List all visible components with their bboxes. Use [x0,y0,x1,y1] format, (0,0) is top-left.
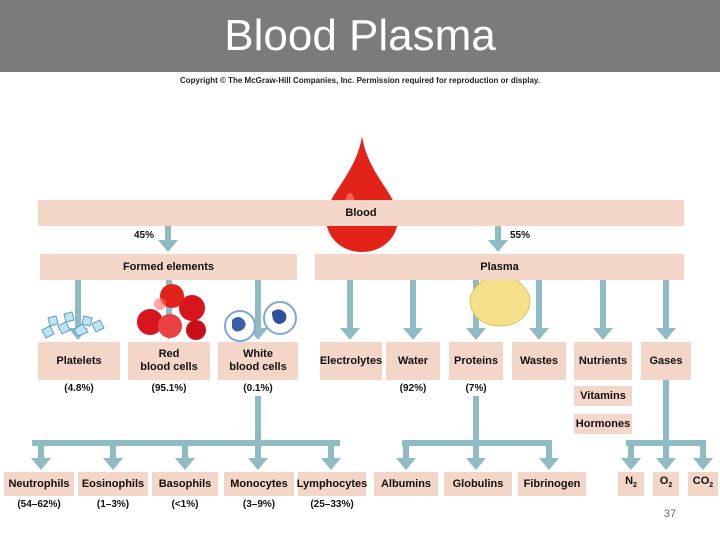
oxygen-box: O2 [653,472,679,496]
wastes-box: Wastes [512,342,566,380]
electrolytes-label: Electrolytes [319,354,383,367]
plasma-box: Plasma [315,254,684,280]
nitrogen-label: N2 [625,475,637,490]
gases-box: Gases [641,342,691,380]
carbon-dioxide-label: CO2 [692,475,714,490]
vitamins-box: Vitamins [574,386,632,406]
gases-label: Gases [649,354,683,367]
blood-label: Blood [345,206,377,219]
nutrients-label: Nutrients [578,354,628,367]
slide-title: Blood Plasma [224,11,496,60]
platelets-label: Platelets [56,354,102,367]
lymphocytes-percentage: (25–33%) [310,499,354,510]
neutrophils-box: Neutrophils [4,472,74,496]
lymphocytes-box: Lymphocytes [296,472,368,496]
wastes-label: Wastes [519,354,559,367]
hormones-box: Hormones [574,414,632,434]
platelets-box: Platelets [38,342,120,380]
formed-elements-percentage: 45% [134,230,155,241]
plasma-percentage: 55% [510,230,531,241]
eosinophils-label: Eosinophils [81,477,145,490]
albumins-label: Albumins [380,477,432,490]
red-blood-cells-illustration [137,284,206,340]
neutrophils-label: Neutrophils [8,477,70,490]
white-blood-cells-illustration [224,301,297,342]
carbon-dioxide-box: CO2 [688,472,718,496]
basophils-box: Basophils [152,472,218,496]
platelets-percentage: (4.8%) [64,383,94,394]
vitamins-label: Vitamins [580,389,626,402]
white-blood-cells-label: White blood cells [229,348,287,373]
nutrients-box: Nutrients [574,342,632,380]
copyright-notice: Copyright © The McGraw-Hill Companies, I… [179,76,541,85]
monocytes-label: Monocytes [230,477,288,490]
eosinophils-percentage: (1–3%) [96,499,130,510]
formed-elements-label: Formed elements [122,260,215,273]
albumins-box: Albumins [374,472,438,496]
plasma-label: Plasma [480,260,519,273]
white-blood-cells-percentage: (0.1%) [243,383,273,394]
fibrinogen-box: Fibrinogen [518,472,586,496]
white-blood-cells-box: White blood cells [218,342,298,380]
formed-elements-box: Formed elements [40,254,297,280]
proteins-label: Proteins [453,354,498,367]
water-label: Water [397,354,429,367]
neutrophils-percentage: (54–62%) [17,499,61,510]
red-blood-cells-label: Red blood cells [140,348,198,373]
basophils-percentage: (<1%) [171,499,199,510]
water-box: Water [386,342,440,380]
water-percentage: (92%) [399,383,427,394]
blood-box: Blood [38,200,684,226]
basophils-label: Basophils [158,477,212,490]
blood-drop-illustration [326,136,398,252]
electrolytes-box: Electrolytes [320,342,382,380]
proteins-percentage: (7%) [465,383,487,394]
monocytes-box: Monocytes [224,472,294,496]
hormones-label: Hormones [575,417,631,430]
eosinophils-box: Eosinophils [78,472,148,496]
globulins-label: Globulins [452,477,504,490]
plasma-drop-illustration [469,254,531,327]
proteins-box: Proteins [449,342,503,380]
nitrogen-box: N2 [618,472,644,496]
monocytes-percentage: (3–9%) [242,499,276,510]
red-blood-cells-percentage: (95.1%) [151,383,187,394]
lymphocytes-label: Lymphocytes [296,477,368,490]
title-bar [0,0,720,72]
oxygen-label: O2 [659,475,673,490]
page-number: 37 [663,508,677,520]
globulins-box: Globulins [444,472,512,496]
red-blood-cells-box: Red blood cells [128,342,210,380]
platelets-illustration [41,311,105,339]
fibrinogen-label: Fibrinogen [523,477,581,490]
